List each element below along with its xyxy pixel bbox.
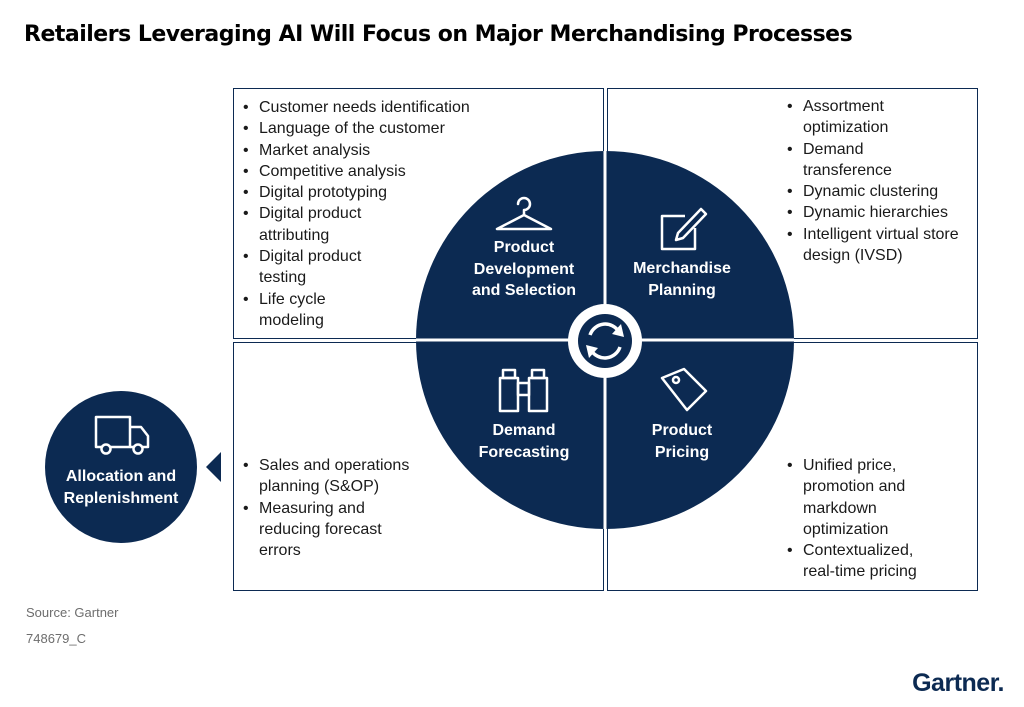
hanger-icon xyxy=(495,196,553,231)
label-line: Planning xyxy=(648,281,716,299)
cycle-arrows-icon xyxy=(568,304,642,378)
page-title: Retailers Leveraging AI Will Focus on Ma… xyxy=(24,22,853,47)
binoculars-icon xyxy=(498,368,549,413)
allocation-label: Allocation and Replenishment xyxy=(46,466,196,509)
list-item: Customer needs identification xyxy=(233,97,523,119)
label-line: Replenishment xyxy=(63,489,179,507)
edit-note-icon xyxy=(660,207,708,251)
list-item: Market analysis xyxy=(233,140,523,162)
product-pricing-list: Unified price, promotion and markdown op… xyxy=(777,455,977,583)
list-item: Unified price, promotion and markdown op… xyxy=(777,455,933,540)
list-item: Digital prototyping xyxy=(233,182,523,204)
product-development-list: Customer needs identification Language o… xyxy=(233,97,523,331)
demand-forecasting-label: Demand Forecasting xyxy=(454,420,594,463)
list-item: Digital product testing xyxy=(233,246,389,289)
list-item: Competitive analysis xyxy=(233,161,523,183)
allocation-circle xyxy=(45,391,197,543)
price-tag-icon xyxy=(660,367,708,412)
list-item: Demand transference xyxy=(777,139,913,182)
source-note: Source: Gartner xyxy=(26,605,119,620)
list-item: Intelligent virtual store design (IVSD) xyxy=(777,224,968,267)
merchandise-planning-label: Merchandise Planning xyxy=(612,258,752,301)
label-line: Product xyxy=(651,422,713,439)
label-line: Pricing xyxy=(654,443,710,461)
document-id: 748679_C xyxy=(26,631,86,646)
list-item: Assortment optimization xyxy=(777,96,913,139)
label-line: Development xyxy=(473,260,575,278)
list-item: Contextualized, real-time pricing xyxy=(777,540,943,583)
list-item: Language of the customer xyxy=(233,118,523,140)
list-item: Measuring and reducing forecast errors xyxy=(233,498,409,562)
truck-icon xyxy=(94,415,150,455)
logo-text: Gartner xyxy=(912,669,998,697)
label-line: Allocation and xyxy=(65,468,177,485)
demand-forecasting-list: Sales and operations planning (S&OP) Mea… xyxy=(233,455,433,561)
label-line: Merchandise xyxy=(633,260,731,277)
product-pricing-label: Product Pricing xyxy=(612,420,752,463)
list-item: Life cycle modeling xyxy=(233,289,359,332)
list-item: Digital product attributing xyxy=(233,203,389,246)
label-line: Product xyxy=(493,239,555,256)
list-item: Sales and operations planning (S&OP) xyxy=(233,455,429,498)
list-item: Dynamic hierarchies xyxy=(777,202,977,224)
product-development-label: Product Development and Selection xyxy=(452,237,596,302)
label-line: and Selection xyxy=(471,282,577,299)
gartner-logo: Gartner. xyxy=(912,669,1004,697)
pointer-triangle xyxy=(206,452,221,482)
label-line: Forecasting xyxy=(478,443,570,461)
merchandise-planning-list: Assortment optimization Demand transfere… xyxy=(777,96,977,266)
list-item: Dynamic clustering xyxy=(777,181,977,203)
label-line: Demand xyxy=(492,422,556,439)
